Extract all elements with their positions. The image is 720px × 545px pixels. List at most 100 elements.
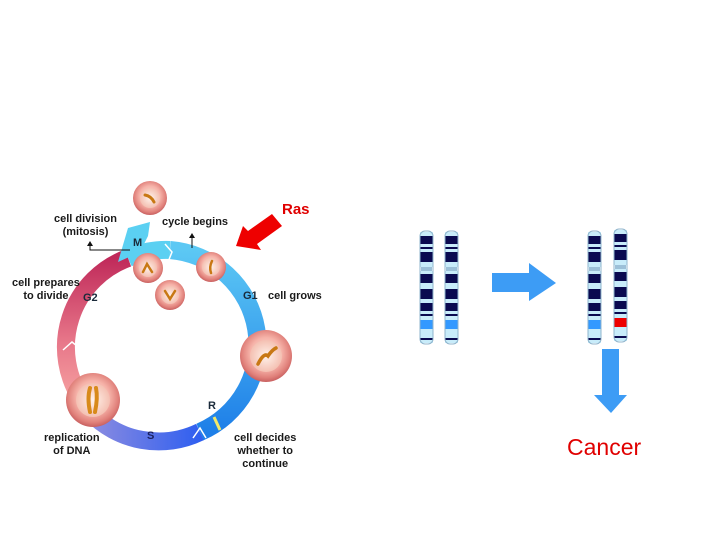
- chromosome-band: [588, 289, 601, 299]
- restriction-point-marker: [212, 416, 222, 431]
- label-replication: replication of DNA: [44, 432, 100, 458]
- chromosome-mutated-copy: [613, 228, 628, 343]
- chromosome-band: [588, 340, 601, 343]
- chromosome-band: [614, 269, 627, 272]
- chromosome-band: [614, 281, 627, 287]
- chromosome-band: [614, 301, 627, 309]
- chromosome-band: [445, 232, 458, 236]
- chromosome-band: [614, 336, 627, 338]
- chromosome-band: [588, 303, 601, 311]
- chromosome-band: [445, 340, 458, 343]
- chromosome-band: [420, 311, 433, 314]
- highlight-band: [420, 320, 433, 329]
- chromosome-band: [614, 327, 627, 336]
- label-replication-line2: of DNA: [53, 445, 91, 457]
- highlight-band: [588, 320, 601, 329]
- chromosome-band: [445, 236, 458, 244]
- chromosome-band: [588, 244, 601, 247]
- cycle-begins-pointer-head: [189, 233, 195, 238]
- cancer-label: Cancer: [567, 434, 642, 460]
- chromosome-band: [420, 262, 433, 267]
- chromosome-band: [445, 283, 458, 289]
- chromosome-band: [420, 303, 433, 311]
- chromosome-band: [445, 311, 458, 314]
- chromosome-band: [588, 274, 601, 283]
- cell-cycle-diagram: [56, 181, 292, 451]
- g1-chevron: [192, 426, 207, 439]
- m-phase-arc: [124, 240, 171, 267]
- chromosome-band: [420, 271, 433, 274]
- label-replication-line1: replication: [44, 432, 100, 444]
- chromosome-outline: [419, 230, 434, 345]
- chromosome-band: [420, 249, 433, 252]
- chromosome-band: [445, 303, 458, 311]
- highlight-band: [614, 318, 627, 327]
- m-chevron: [164, 243, 173, 263]
- chromosome-band: [614, 247, 627, 250]
- chromosome-band: [445, 249, 458, 252]
- chromosome-band: [420, 236, 433, 244]
- chromosome-band: [588, 232, 601, 236]
- chromosome-outline: [613, 228, 628, 343]
- chromosome-band: [445, 289, 458, 299]
- chromosome-band: [420, 283, 433, 289]
- chromosome-outline: [587, 230, 602, 345]
- chromosome-band: [614, 234, 627, 242]
- chromosome-band: [420, 244, 433, 247]
- chromosome-band: [614, 242, 627, 245]
- chromosome-band: [420, 247, 433, 249]
- chromosome-band: [614, 250, 627, 260]
- normal-chromosome-pair: [419, 230, 459, 345]
- chromosome-band: [588, 252, 601, 262]
- chromosome-band: [420, 274, 433, 283]
- chromosome-band: [614, 272, 627, 281]
- chromosome-band: [614, 309, 627, 312]
- chromosome-band: [614, 314, 627, 318]
- chromosome-band: [588, 316, 601, 320]
- chromosome-band: [588, 338, 601, 340]
- chromosome-band: [445, 329, 458, 338]
- chromosome-band: [420, 252, 433, 262]
- chromosome-band: [588, 329, 601, 338]
- phase-label-r: R: [208, 400, 216, 412]
- chromosome-band: [420, 289, 433, 299]
- chromosome-band: [446, 267, 457, 271]
- label-cell-decides-line3: continue: [242, 458, 289, 470]
- phase-label-g2: G2: [83, 292, 98, 304]
- chromosome-band: [421, 267, 432, 271]
- transition-arrow: [492, 263, 556, 301]
- label-cell-prepares-line1: cell prepares: [12, 277, 80, 289]
- cell-top: [133, 181, 167, 215]
- label-cell-division-line2: (mitosis): [62, 226, 109, 238]
- label-cell-division: cell division (mitosis): [54, 213, 117, 239]
- chromosome-band: [445, 271, 458, 274]
- chromosome-band: [445, 252, 458, 262]
- chromosome-band: [588, 249, 601, 252]
- m-phase-stem: [118, 222, 150, 262]
- chromosome-band: [588, 271, 601, 274]
- chromosome-band: [420, 232, 433, 236]
- down-arrow: [594, 349, 627, 413]
- chromosome-band: [445, 338, 458, 340]
- label-cycle-begins: cycle begins: [162, 216, 229, 228]
- phase-label-m: M: [133, 237, 143, 249]
- chromosome-band: [588, 236, 601, 244]
- chromosome-outline: [444, 230, 459, 345]
- chromosome-band: [614, 312, 627, 314]
- chromosome-band: [445, 274, 458, 283]
- normal-chromosome-right: [444, 230, 459, 345]
- chromosome-normal-copy: [587, 230, 602, 345]
- chromosome-band: [614, 338, 627, 341]
- label-cell-prepares-line2: to divide: [23, 290, 69, 302]
- ras-arrow: [236, 214, 282, 250]
- chromosome-band: [614, 287, 627, 297]
- g2-phase-arc: [56, 249, 132, 406]
- g2-chevron: [62, 341, 83, 351]
- normal-chromosome-left: [419, 230, 434, 345]
- cell-g1-large: [240, 330, 292, 382]
- chromosome-band: [614, 245, 627, 247]
- chromosome-band: [445, 262, 458, 267]
- chromosome-band: [588, 311, 601, 314]
- chromosome-band: [445, 314, 458, 316]
